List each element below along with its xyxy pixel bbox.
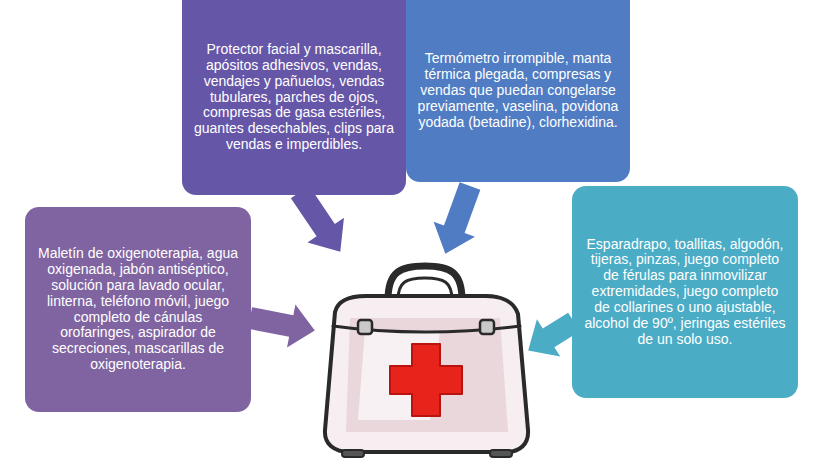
block-arrow [246, 296, 319, 352]
item-list: Maletín de oxigenoterapia, agua oxigenad… [35, 246, 241, 373]
item-box: Esparadrapo, toallitas, algodón, tijeras… [572, 186, 798, 398]
item-box: Termómetro irrompible, manta térmica ple… [406, 0, 630, 182]
item-list: Termómetro irrompible, manta térmica ple… [416, 51, 620, 130]
item-box: Protector facial y mascarilla, apósitos … [182, 0, 406, 195]
item-list: Protector facial y mascarilla, apósitos … [192, 42, 396, 153]
first-aid-kit [325, 266, 528, 457]
item-list: Esparadrapo, toallitas, algodón, tijeras… [582, 237, 788, 348]
item-box: Maletín de oxigenoterapia, agua oxigenad… [25, 207, 251, 412]
block-arrow [425, 178, 491, 261]
